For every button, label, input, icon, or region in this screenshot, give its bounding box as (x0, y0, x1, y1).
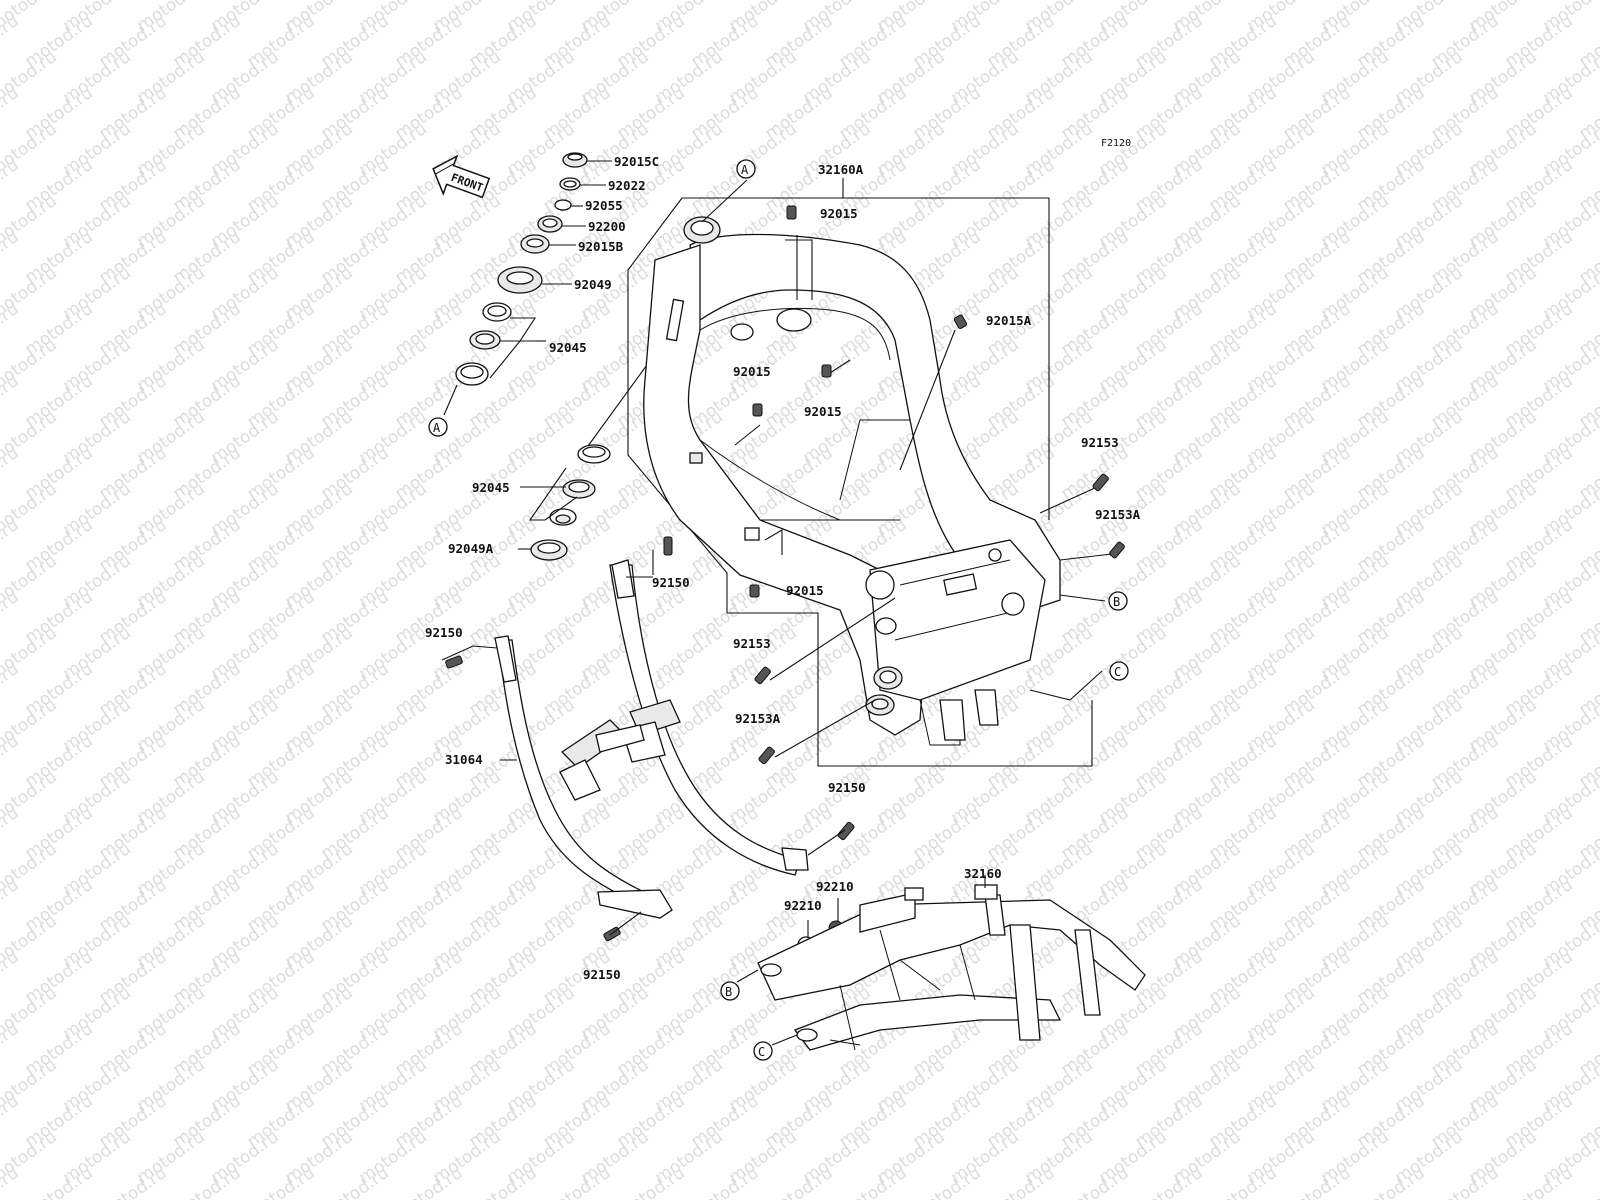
callout-92045-top: 92045 (549, 340, 587, 355)
callout-92210-top: 92210 (816, 879, 854, 894)
watermark-text: motod.ru (983, 1163, 1058, 1200)
watermark-text: motod.ru (539, 1163, 614, 1200)
ref-marker-b-right: B (1113, 595, 1120, 609)
callout-92015a: 92015A (986, 313, 1032, 328)
callout-92045-mid: 92045 (472, 480, 510, 495)
callout-92150-upper: 92150 (652, 575, 690, 590)
callout-92153a-center: 92153A (735, 711, 781, 726)
callout-32160: 32160 (964, 866, 1002, 881)
watermark-text: motod.ru (1427, 1163, 1502, 1200)
watermark-text: motod.ru (21, 1163, 96, 1200)
callout-92022: 92022 (608, 178, 646, 193)
callout-92153a-right: 92153A (1095, 507, 1141, 522)
callout-32160a: 32160A (818, 162, 864, 177)
callout-92210-left: 92210 (784, 898, 822, 913)
callout-92015-mid1: 92015 (733, 364, 771, 379)
callout-92015c: 92015C (614, 154, 659, 169)
watermark-text: motod.ru (95, 1163, 170, 1200)
watermark-text: motod.ru (613, 1163, 688, 1200)
callout-92055: 92055 (585, 198, 623, 213)
callout-92015-mid2: 92015 (804, 404, 842, 419)
watermark-text: motod.ru (1353, 1163, 1428, 1200)
watermark-text: motod.ru (391, 1163, 466, 1200)
watermark-text: motod.ru (835, 1163, 910, 1200)
callout-92150-mid: 92150 (828, 780, 866, 795)
watermark-text: motod.ru (1501, 1163, 1576, 1200)
callout-92200: 92200 (588, 219, 626, 234)
figure-code: F2120 (1101, 138, 1131, 149)
callout-92015b: 92015B (578, 239, 624, 254)
ref-marker-c-right: C (1114, 665, 1121, 679)
watermark-text: motod.ru (687, 1163, 762, 1200)
watermark-text: motod.ru (465, 1163, 540, 1200)
watermark-text: motod.ru (1575, 1163, 1600, 1200)
watermark-text: motod.ru (1205, 1163, 1280, 1200)
callout-92153-center: 92153 (733, 636, 771, 651)
watermark-text: motod.ru (1057, 1163, 1132, 1200)
callout-92015-low: 92015 (786, 583, 824, 598)
callout-31064: 31064 (445, 752, 483, 767)
ref-marker-c-bottom: C (758, 1045, 765, 1059)
watermark-text: motod.ru (1279, 1163, 1354, 1200)
watermark-text: motod.ru (243, 1163, 318, 1200)
callout-92049a: 92049A (448, 541, 494, 556)
watermark-text: motod.ru (761, 1163, 836, 1200)
callout-92049: 92049 (574, 277, 612, 292)
ref-marker-a-top: A (741, 163, 749, 177)
callout-92150-left: 92150 (425, 625, 463, 640)
ref-marker-a-left: A (433, 421, 441, 435)
ref-marker-b-bottom: B (725, 985, 732, 999)
watermark-text: motod.ru (909, 1163, 984, 1200)
callout-92015-top: 92015 (820, 206, 858, 221)
watermark-text: motod.ru (169, 1163, 244, 1200)
watermark-text: motod.ru (1131, 1163, 1206, 1200)
callout-92150-bottom: 92150 (583, 967, 621, 982)
watermark-text: motod.ru (317, 1163, 392, 1200)
callout-92153-right: 92153 (1081, 435, 1119, 450)
